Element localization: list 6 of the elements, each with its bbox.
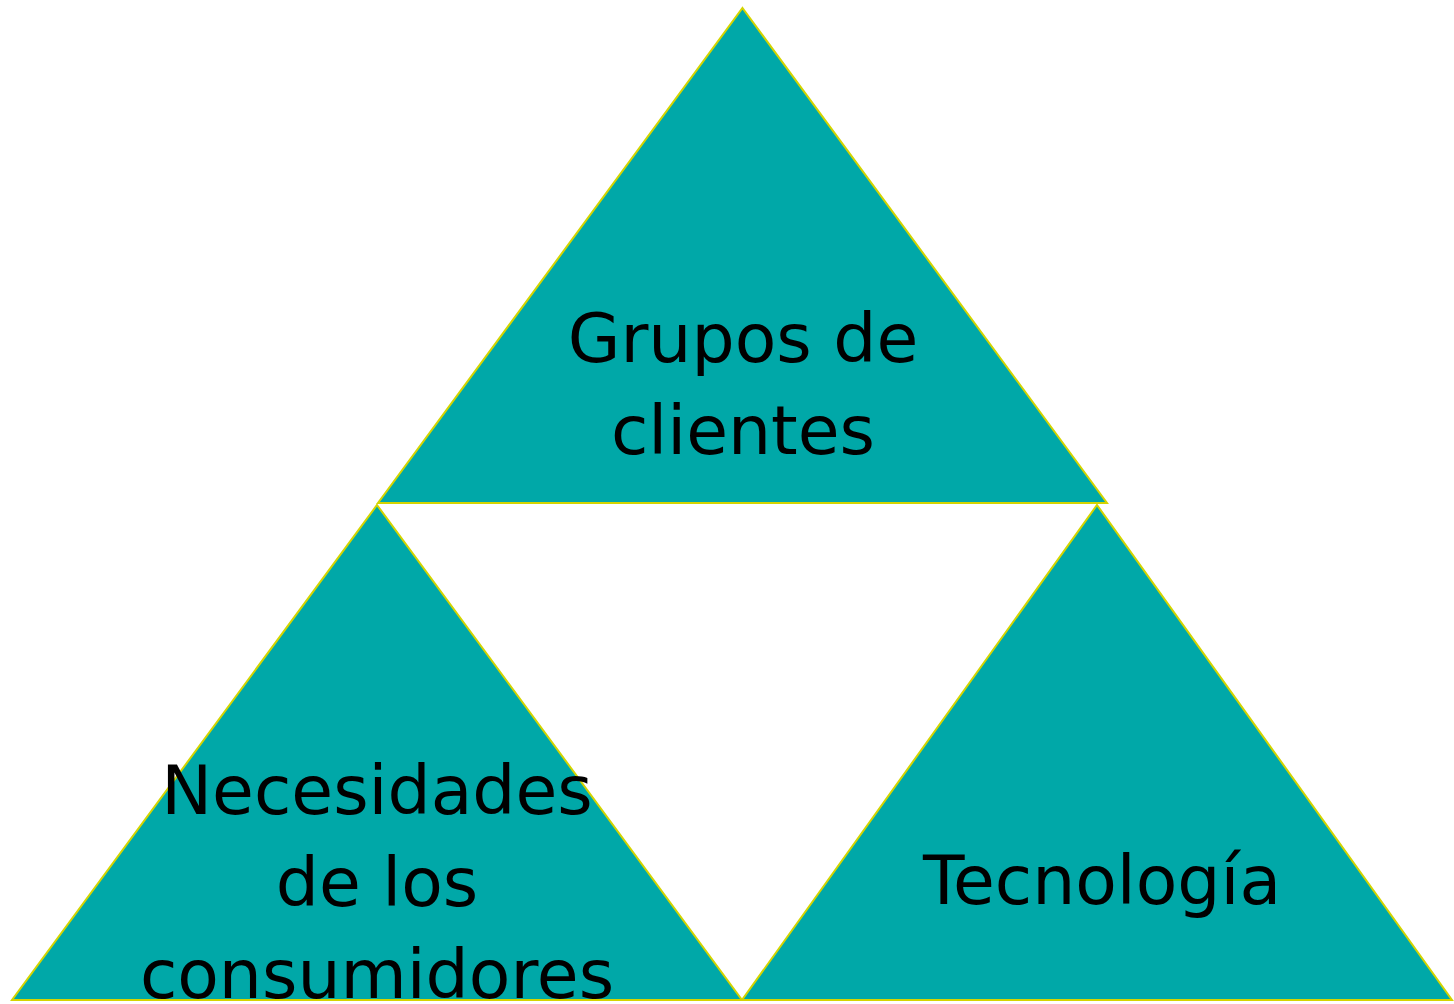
- triangle-label: Tecnología: [921, 840, 1283, 922]
- triangle-label: Necesidades de los consumidores: [138, 750, 616, 1004]
- triangle-label: Grupos de clientes: [566, 298, 920, 472]
- triangle: [378, 8, 1107, 503]
- triangle: [742, 505, 1452, 1000]
- triangle: [12, 505, 742, 1000]
